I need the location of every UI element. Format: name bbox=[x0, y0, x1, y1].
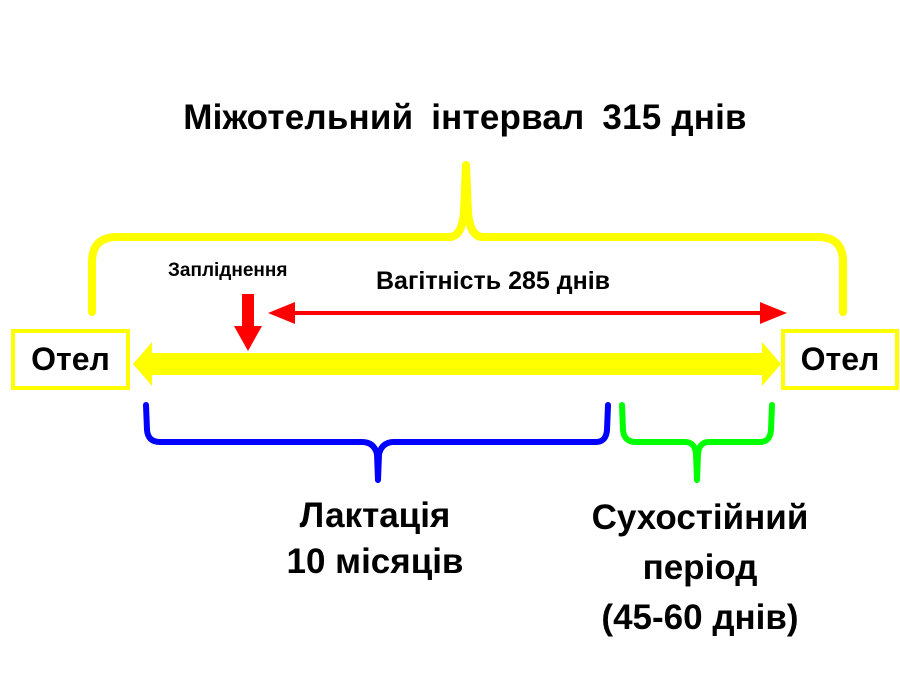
calving-label-right: Отел bbox=[800, 341, 880, 377]
interval-brace bbox=[88, 161, 847, 316]
dry-period-line-1: Сухостійний bbox=[591, 498, 809, 537]
lactation-label: Лактація 10 місяців bbox=[250, 493, 500, 585]
fertilization-arrow-icon bbox=[234, 294, 262, 351]
dry-period-line-3: (45-60 днів) bbox=[601, 598, 799, 637]
title-part-1: Міжотельний bbox=[183, 98, 414, 137]
pregnancy-label: Вагітність 285 днів bbox=[376, 267, 611, 295]
calving-label-left: Отел bbox=[31, 341, 110, 377]
lactation-brace bbox=[143, 402, 611, 483]
dry-period-line-2: період bbox=[642, 548, 758, 587]
lactation-line-2: 10 місяців bbox=[286, 542, 464, 581]
timeline-arrow bbox=[133, 342, 781, 386]
dry-period-label: Сухостійний період (45-60 днів) bbox=[560, 493, 840, 643]
pregnancy-arrow bbox=[268, 302, 787, 324]
title-part-2: інтервал bbox=[431, 98, 585, 137]
diagram-title: Міжотельний інтервал 315 днів bbox=[0, 98, 900, 138]
lactation-line-1: Лактація bbox=[299, 496, 451, 535]
fertilization-label: Запліднення bbox=[168, 260, 288, 281]
dry-period-brace bbox=[619, 402, 775, 483]
title-part-3: 315 днів bbox=[602, 98, 747, 137]
calving-box-left: Отел bbox=[11, 329, 130, 390]
calving-box-right: Отел bbox=[781, 329, 899, 390]
